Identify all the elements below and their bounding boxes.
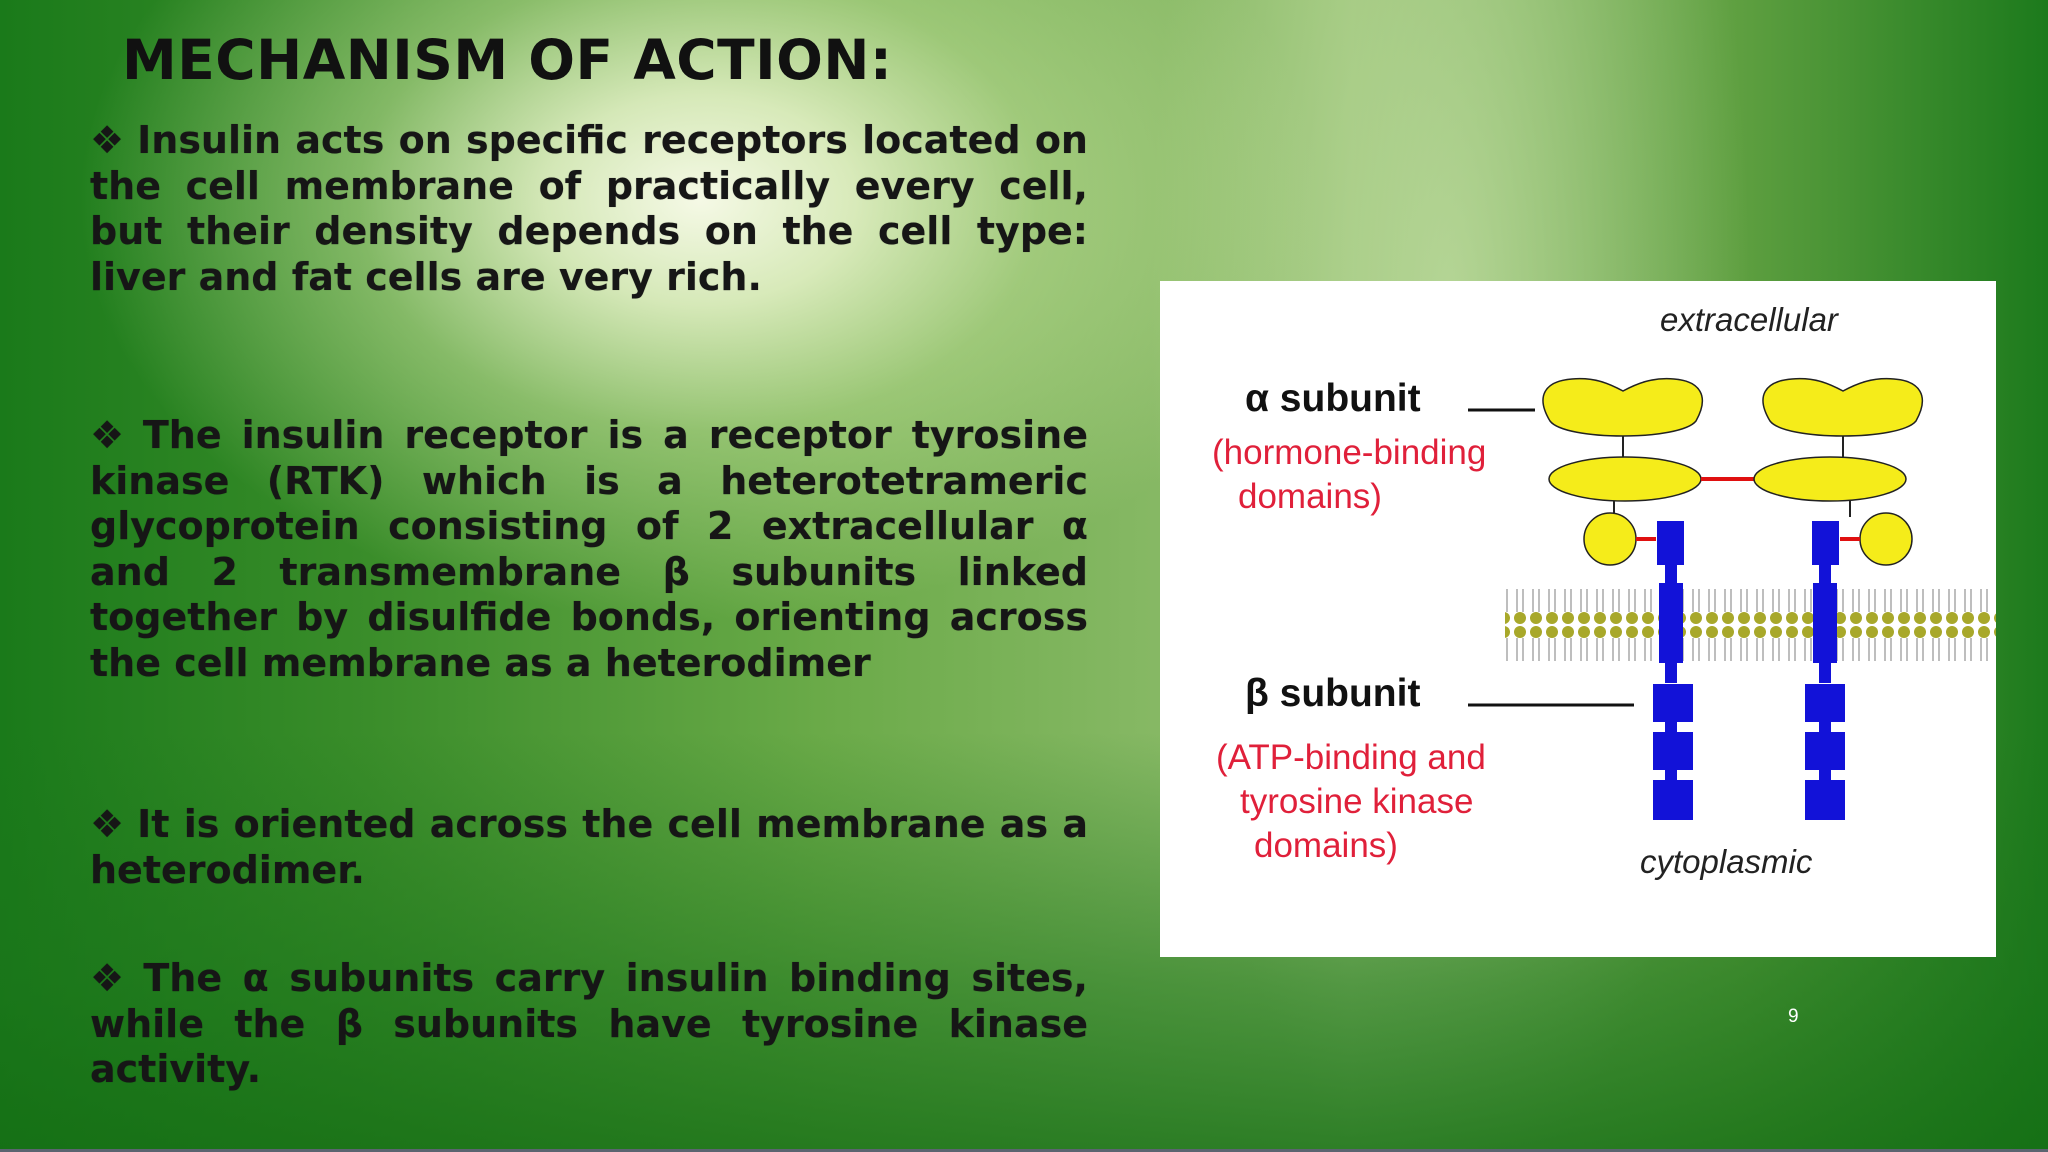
beta-domain-right: [1812, 521, 1839, 565]
beta-domain-left: [1657, 521, 1684, 565]
alpha-cysteine-domain-right: [1859, 512, 1913, 566]
beta-kinase-domain-right: [1805, 780, 1845, 820]
alpha-upper-domain-right: [1762, 377, 1924, 437]
beta-note-line3: domains): [1254, 826, 1398, 865]
alpha-lower-domain-left: [1548, 456, 1702, 502]
bullet-icon: ❖: [90, 802, 126, 846]
beta-kinase-domain-left: [1653, 780, 1693, 820]
bullet-icon: ❖: [90, 956, 132, 1000]
bullet-text: The insulin receptor is a receptor tyros…: [90, 413, 1088, 685]
bullet-text: It is oriented across the cell membrane …: [90, 802, 1088, 892]
cell-membrane: [1505, 578, 1996, 664]
alpha-subunit-label: α subunit: [1245, 377, 1421, 420]
receptor-half-right: [1753, 377, 1924, 820]
beta-transmembrane-right: [1813, 583, 1837, 663]
alpha-lower-domain-right: [1753, 456, 1907, 502]
bullet-text: The α subunits carry insulin binding sit…: [90, 956, 1088, 1091]
page-number: 9: [1788, 1006, 1799, 1027]
bullet-item: ❖It is oriented across the cell membrane…: [90, 802, 1088, 893]
bullet-icon: ❖: [90, 413, 131, 457]
beta-note-line2: tyrosine kinase: [1240, 782, 1473, 821]
receptor-diagram: extracellular α subunit (hormone-binding…: [1212, 301, 1996, 880]
bottom-divider: [0, 1149, 2048, 1152]
insulin-receptor-figure: extracellular α subunit (hormone-binding…: [1160, 281, 1996, 957]
beta-kinase-domain-right: [1805, 732, 1845, 770]
beta-kinase-domain-left: [1653, 684, 1693, 722]
beta-subunit-label: β subunit: [1245, 672, 1420, 715]
bullet-item: ❖Insulin acts on specific receptors loca…: [90, 118, 1088, 300]
bullet-icon: ❖: [90, 118, 126, 162]
beta-kinase-domain-right: [1805, 684, 1845, 722]
beta-kinase-domain-left: [1653, 732, 1693, 770]
alpha-note-line1: (hormone-binding: [1212, 433, 1486, 472]
cytoplasmic-label: cytoplasmic: [1640, 843, 1813, 880]
slide-title: MECHANISM OF ACTION:: [122, 28, 893, 92]
alpha-upper-domain-left: [1542, 377, 1704, 437]
beta-note-line1: (ATP-binding and: [1216, 738, 1486, 777]
extracellular-label: extracellular: [1660, 301, 1840, 338]
alpha-note-line2: domains): [1238, 477, 1382, 516]
receptor-half-left: [1542, 377, 1704, 820]
bullet-item: ❖The α subunits carry insulin binding si…: [90, 956, 1088, 1093]
bullet-text: Insulin acts on specific receptors locat…: [90, 118, 1088, 299]
alpha-cysteine-domain-left: [1583, 512, 1637, 566]
beta-transmembrane-left: [1659, 583, 1683, 663]
bullet-item: ❖The insulin receptor is a receptor tyro…: [90, 413, 1088, 686]
